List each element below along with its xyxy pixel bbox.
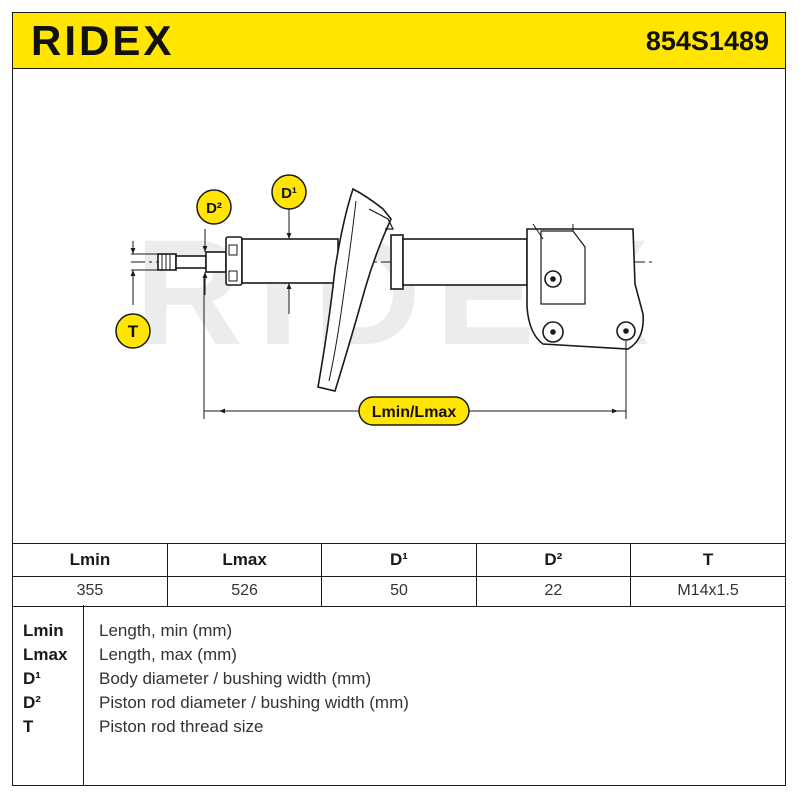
shock-absorber-drawing: RIDEX [115,174,653,426]
header-d2: D² [475,544,632,577]
specs-header-row: Lmin Lmax D¹ D² T [13,544,785,577]
header-bar: RIDEX 854S1489 [13,13,785,69]
t-label: T [128,322,139,341]
legend-item: D² Piston rod diameter / bushing width (… [13,691,785,715]
legend-desc: Piston rod thread size [99,717,264,736]
brand-logo: RIDEX [31,17,175,64]
legend-divider [83,605,84,785]
value-lmax: 526 [166,575,323,606]
header-lmin: Lmin [13,544,168,577]
datasheet-frame: RIDEX 854S1489 RIDEX [12,12,786,786]
value-d2: 22 [475,575,632,606]
legend-abbr: D¹ [23,669,41,688]
t-dimension [130,241,158,305]
damper-body [390,234,528,290]
thread-tip [157,253,177,271]
d1-badge [271,174,307,210]
legend-desc: Piston rod diameter / bushing width (mm) [99,693,409,712]
length-badge [358,396,470,426]
piston-rod [175,251,227,273]
t-badge [115,313,151,349]
header-d1: D¹ [321,544,477,577]
legend-item: Lmax Length, max (mm) [13,643,785,667]
legend-abbr: Lmin [23,621,64,640]
legend-abbr: D² [23,693,41,712]
d1-label: D¹ [281,185,297,202]
knuckle-bracket [526,223,645,350]
legend: Lmin Length, min (mm) Lmax Length, max (… [13,605,785,785]
length-dimension [203,277,627,419]
legend-abbr: T [23,717,34,736]
value-d1: 50 [321,575,477,606]
header-t: T [630,544,785,577]
legend-item: T Piston rod thread size [13,715,785,739]
specs-value-row: 355 526 50 22 M14x1.5 [13,575,785,606]
specs-table: Lmin Lmax D¹ D² T 355 526 50 22 M14x1.5 [13,543,785,607]
legend-desc: Length, max (mm) [99,645,237,664]
spring-seat [317,187,394,392]
legend-item: Lmin Length, min (mm) [13,619,785,643]
top-cap [225,236,339,286]
value-lmin: 355 [13,575,168,606]
legend-desc: Length, min (mm) [99,621,233,640]
d2-badge [196,189,232,225]
value-t: M14x1.5 [630,575,785,606]
d2-label: D² [206,200,222,217]
legend-item: D¹ Body diameter / bushing width (mm) [13,667,785,691]
header-lmax: Lmax [166,544,323,577]
length-label: Lmin/Lmax [372,404,457,421]
part-number: 854S1489 [645,26,769,56]
legend-abbr: Lmax [23,645,68,664]
legend-desc: Body diameter / bushing width (mm) [99,669,372,688]
